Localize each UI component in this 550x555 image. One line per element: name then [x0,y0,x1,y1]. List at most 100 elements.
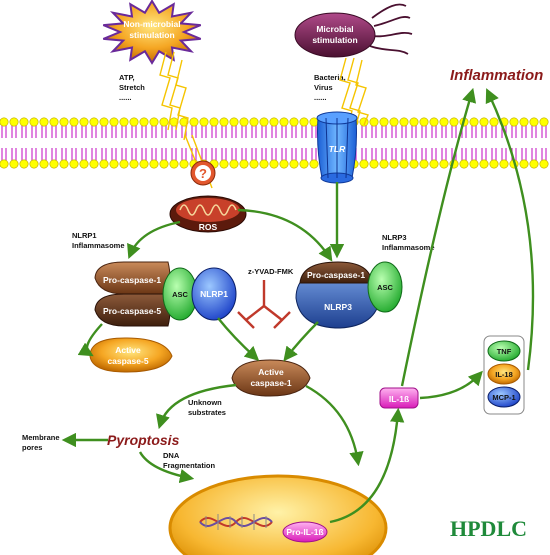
il18-label: IL-18 [495,370,513,379]
lipid-head [389,159,399,169]
ros-label: ROS [199,222,218,232]
lipid-head [229,117,239,127]
pro-caspase5-label: Pro-caspase-5 [103,306,161,316]
lipid-head [389,117,399,127]
lipid-head [109,117,119,127]
nlrp1-title: NLRP1 [72,231,97,240]
lipid-head [369,117,379,127]
nlrp1-inflammasome: Pro-caspase-1 Pro-caspase-5 ASC NLRP1 [94,261,237,327]
active-caspase5: Active caspase-5 [89,337,173,373]
lipid-head [0,159,9,169]
il1b-badge: IL-1ß [379,387,419,409]
lipid-head [99,159,109,169]
lipid-head [419,159,429,169]
lipid-head [119,117,129,127]
question-mark-icon: ? [190,160,216,186]
lipid-head [479,159,489,169]
lipid-head [269,159,279,169]
lipid-head [99,117,109,127]
fragmentation-label: Fragmentation [163,461,216,470]
lipid-head [439,117,449,127]
lipid-head [289,159,299,169]
lipid-head [509,117,519,127]
lipid-head [489,159,499,169]
lipid-head [159,117,169,127]
atp-ellipsis: ...... [119,93,132,102]
lipid-head [259,159,269,169]
lipid-head [219,159,229,169]
lipid-head [249,159,259,169]
lipid-head [539,159,549,169]
zyvad-label: z-YVAD-FMK [248,267,294,276]
lipid-head [69,117,79,127]
lipid-head [269,117,279,127]
active-caspase1-label-1: Active [258,367,284,377]
inflammation-label: Inflammation [450,67,543,84]
lipid-head [149,117,159,127]
lipid-head [519,159,529,169]
lipid-head [69,159,79,169]
watermark-label: HPDLC [450,516,527,541]
lipid-head [489,117,499,127]
lipid-head [369,159,379,169]
microbial-label-2: stimulation [312,35,357,45]
lipid-head [459,159,469,169]
pathway-arrows [61,87,535,524]
active-caspase5-label-2: caspase-5 [107,356,148,366]
lipid-head [519,117,529,127]
pro-caspase1-right-label: Pro-caspase-1 [307,270,365,280]
mitochondrion-ros: ROS [169,195,247,233]
nlrp3-title: NLRP3 [382,233,407,242]
lipid-head [399,159,409,169]
lipid-head [469,117,479,127]
mcp1-label: MCP-1 [492,393,515,402]
lipid-head [289,117,299,127]
bacteria-ellipsis: ...... [314,93,327,102]
lipid-head [29,159,39,169]
lipid-head [429,159,439,169]
lipid-head [449,117,459,127]
lipid-head [19,159,29,169]
cytokine-cluster: TNF IL-18 MCP-1 [483,335,525,415]
lipid-head [379,159,389,169]
tlr-receptor: TLR [316,111,358,184]
lipid-head [49,117,59,127]
pores-label: pores [22,443,42,452]
lipid-head [429,117,439,127]
asc-right-label: ASC [377,283,393,292]
virus-label: Virus [314,83,333,92]
lipid-head [169,159,179,169]
tlr-label: TLR [329,144,346,154]
active-caspase1-label-2: caspase-1 [250,378,291,388]
asc-left-label: ASC [172,290,188,299]
lipid-head [539,117,549,127]
lipid-head [39,117,49,127]
lipid-head [49,159,59,169]
lipid-head [19,117,29,127]
membrane-label: Membrane [22,433,60,442]
lipid-head [279,159,289,169]
lipid-head [9,117,19,127]
lipid-head [359,159,369,169]
lipid-head [379,117,389,127]
question-label: ? [199,166,207,181]
lipid-head [239,159,249,169]
lipid-head [119,159,129,169]
lipid-head [439,159,449,169]
lipid-head [139,117,149,127]
unknown-label: Unknown [188,398,222,407]
lipid-head [529,117,539,127]
non-microbial-label-2: stimulation [129,30,174,40]
lipid-head [299,159,309,169]
lipid-head [129,159,139,169]
lipid-head [89,159,99,169]
nlrp3-inflammasome-title: Inflammasome [382,243,435,252]
lipid-head [59,159,69,169]
lipid-head [179,117,189,127]
cell-membrane [0,117,549,169]
nlrp1-label: NLRP1 [200,289,228,299]
lipid-head [89,117,99,127]
active-caspase1: Active caspase-1 [231,359,311,397]
lipid-head [399,117,409,127]
tnf-label: TNF [497,347,512,356]
